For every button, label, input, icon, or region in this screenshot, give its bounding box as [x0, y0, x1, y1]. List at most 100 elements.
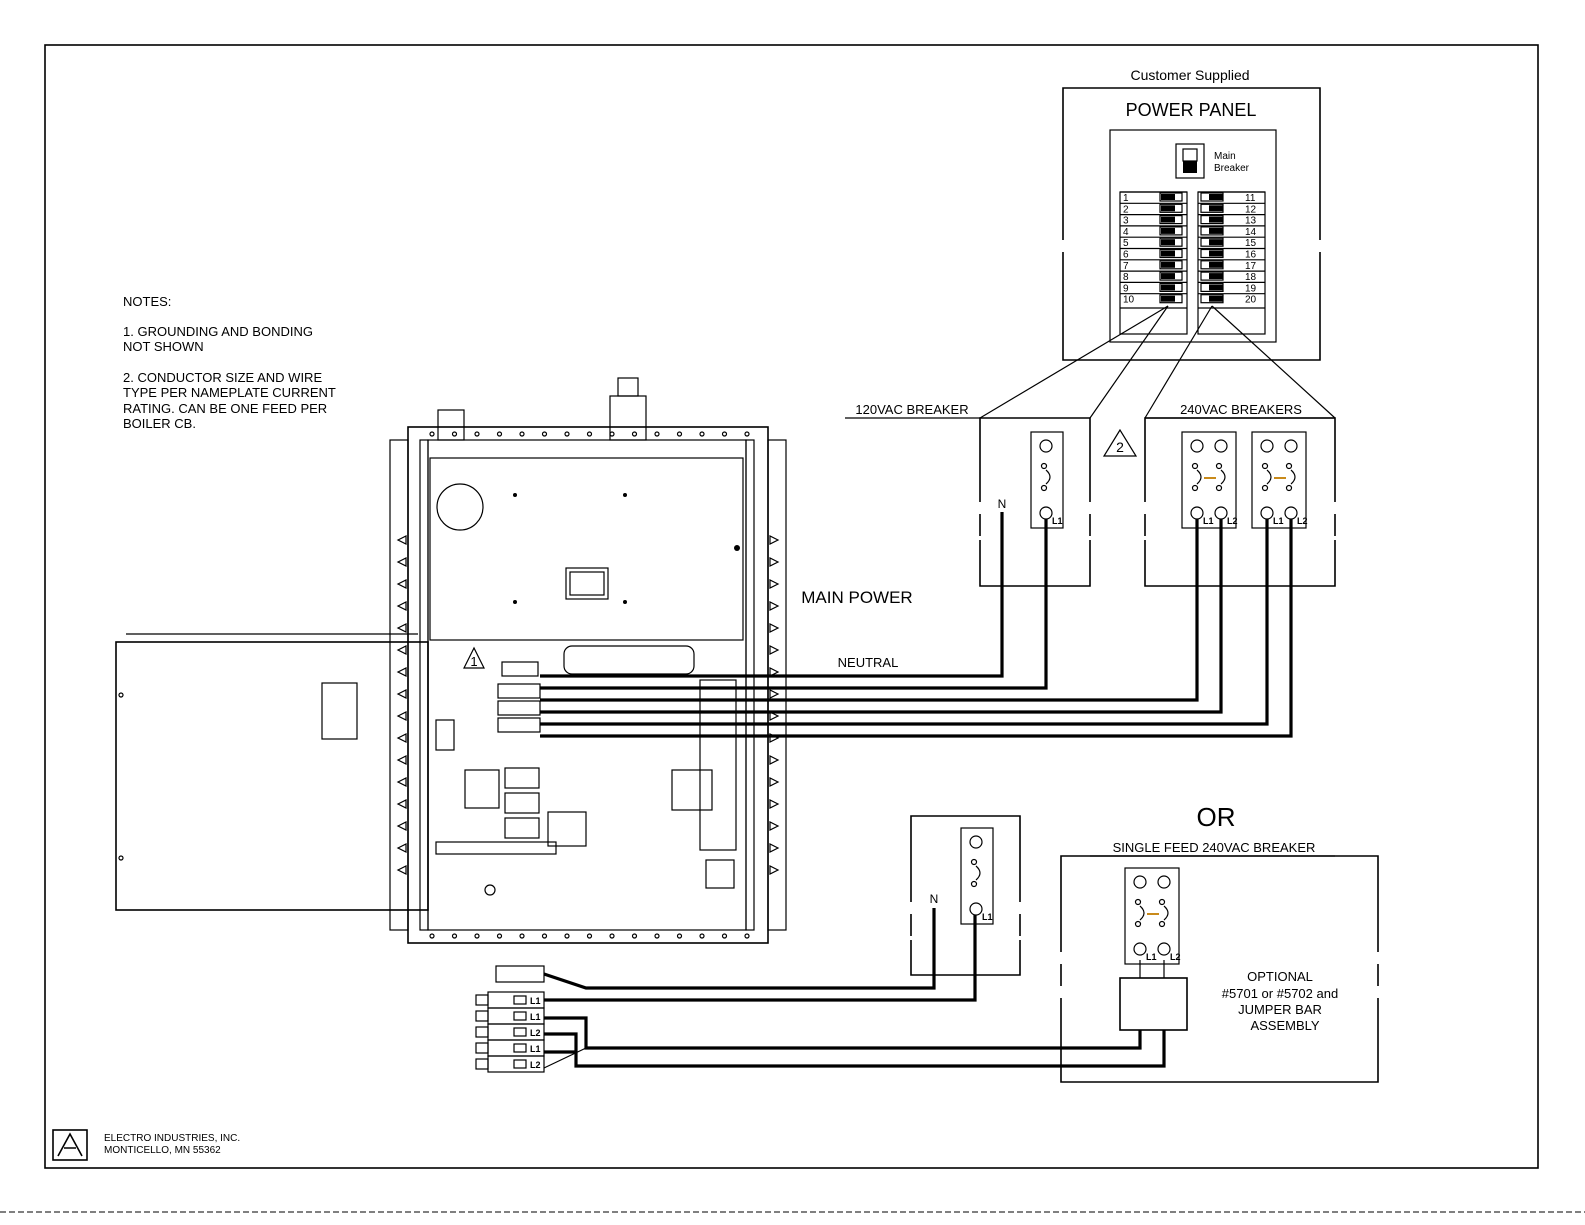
flange-tab: [769, 535, 780, 545]
ei-logo-icon: [52, 1129, 88, 1161]
breaker-handle: [1209, 284, 1223, 291]
breaker-handle: [1161, 284, 1175, 291]
flange-tab: [396, 557, 407, 567]
circuit-number-left: 6: [1123, 250, 1129, 261]
flange-tab: [396, 821, 407, 831]
notes-block: NOTES: 1. GROUNDING AND BONDING NOT SHOW…: [123, 294, 336, 431]
boiler-cabinet: 1: [389, 377, 787, 944]
flange-tab: [396, 645, 407, 655]
breaker-block-clip: [475, 1010, 489, 1022]
breakers-240-label: 240VAC BREAKERS: [1180, 402, 1302, 417]
bolt: [631, 431, 638, 437]
contact: [1134, 898, 1142, 906]
terminal-screw: [1260, 439, 1274, 453]
circuit-number-right: 17: [1245, 261, 1257, 272]
breaker-toggle-left: [1159, 226, 1183, 236]
breaker-body: [1124, 867, 1180, 965]
bolt: [699, 431, 705, 437]
display-window: [565, 567, 609, 600]
drawing-border: [44, 44, 1539, 1169]
note-2-line-1: 2. CONDUCTOR SIZE AND WIRE: [123, 370, 322, 385]
breaker-body: [1251, 431, 1307, 529]
circuit-number-right: 15: [1245, 238, 1257, 249]
flange-tab: [769, 601, 780, 611]
terminal-screw: [1039, 439, 1053, 453]
contact: [1158, 920, 1166, 928]
breaker-handle: [1209, 250, 1223, 257]
bolt: [721, 933, 728, 939]
terminal-screw: [1133, 942, 1147, 956]
circuit-number-left: 2: [1123, 204, 1129, 215]
breaker-window: [513, 1043, 527, 1053]
heating-element: [563, 645, 695, 675]
switch-arc: [1196, 469, 1202, 485]
circuit-number-left: 4: [1123, 227, 1129, 238]
circuit-number-left: 10: [1123, 295, 1135, 306]
bolt: [451, 933, 458, 939]
flange-tab: [396, 689, 407, 699]
flange-tab: [396, 601, 407, 611]
breaker-block-clip: [475, 1026, 489, 1038]
breaker-handle: [1209, 205, 1223, 212]
breaker-handle: [1209, 227, 1223, 234]
breaker-120-device-lower: [960, 827, 994, 925]
breaker-handle: [1209, 239, 1223, 246]
neutral-bar: [495, 965, 545, 983]
terminal-screw: [1133, 875, 1147, 889]
breaker-toggle-left: [1159, 237, 1183, 247]
circuit-number-right: 19: [1245, 283, 1257, 294]
l2-label: L2: [1170, 952, 1181, 962]
breaker-handle: [1161, 216, 1175, 223]
neutral-wire: [540, 512, 1004, 678]
breaker-window: [513, 1027, 527, 1037]
bolt: [699, 933, 705, 939]
flange-tab: [769, 689, 780, 699]
lower-l2-240-wire: [544, 1030, 1166, 1068]
company-name: ELECTRO INDUSTRIES, INC.: [104, 1133, 240, 1144]
circuit-number-left: 3: [1123, 216, 1129, 227]
breaker-handle: [1209, 216, 1223, 223]
bolt: [541, 431, 548, 437]
bolt: [586, 933, 593, 939]
bolt: [541, 933, 548, 939]
bolt: [609, 933, 615, 939]
flange-tab: [396, 711, 407, 721]
single-feed-label: SINGLE FEED 240VAC BREAKER: [1113, 840, 1316, 855]
terminal-screw: [1284, 439, 1298, 453]
breaker-window: [513, 1059, 527, 1069]
wire-a-l1: [540, 519, 1199, 702]
terminal-screw: [1039, 506, 1053, 520]
breaker-toggle-left: [1159, 192, 1183, 202]
lower-l1-wire: [544, 915, 977, 1002]
optional-line-1: OPTIONAL: [1247, 969, 1313, 984]
breaker-toggle-left: [1159, 203, 1183, 213]
bolt: [474, 431, 480, 437]
company-city: MONTICELLO, MN 55362: [104, 1145, 221, 1156]
main-power-label: MAIN POWER: [801, 588, 912, 607]
breaker-120-label: 120VAC BREAKER: [855, 402, 968, 417]
wire-l1-120: [540, 519, 1048, 690]
terminal-screw: [1284, 506, 1298, 520]
svg-text:1: 1: [470, 654, 477, 669]
neutral-n-label: N: [930, 892, 939, 906]
relay: [464, 769, 500, 809]
breaker-handle: [1209, 194, 1223, 200]
circuit-number-right: 13: [1245, 216, 1257, 227]
svg-text:2: 2: [1116, 439, 1124, 455]
flange-tab: [769, 579, 780, 589]
bolt: [474, 933, 480, 939]
bolt: [586, 431, 593, 437]
door-label-plate: [321, 682, 358, 740]
switch-arc: [1290, 469, 1296, 485]
contact: [1285, 484, 1293, 492]
neutral-bar: [501, 661, 539, 677]
left-breaker-column: [1119, 191, 1188, 335]
relief-valve: [609, 395, 647, 441]
bolt: [654, 933, 660, 939]
bolt: [564, 431, 570, 437]
optional-line-4: ASSEMBLY: [1250, 1018, 1319, 1033]
breaker-toggle-left: [1159, 248, 1183, 259]
flange-tab: [396, 667, 407, 677]
